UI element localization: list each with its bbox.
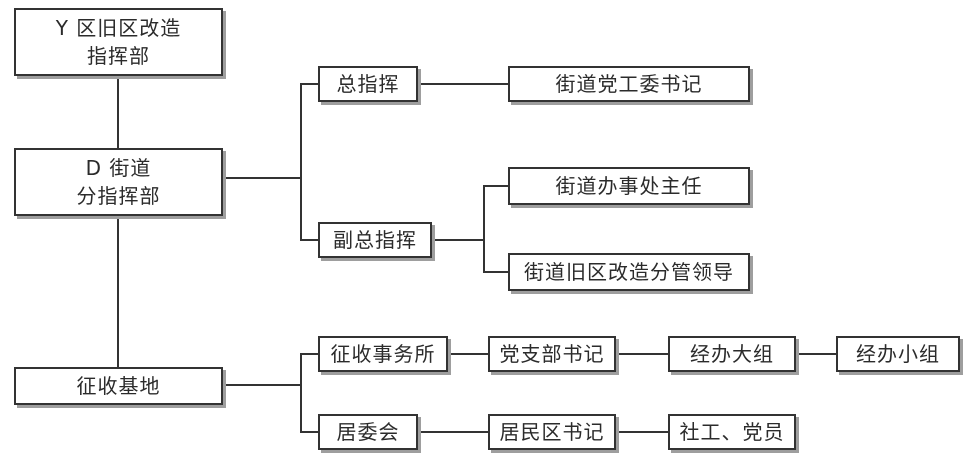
deputy-box: 副总指挥 [318, 222, 432, 258]
bracket-office-committee [300, 353, 318, 433]
base-label: 征收基地 [76, 374, 161, 398]
hq-line2: 指挥部 [87, 44, 150, 68]
base-box: 征收基地 [14, 367, 223, 405]
social-workers-box: 社工、党员 [668, 414, 796, 450]
renewal-leader-box: 街道旧区改造分管领导 [508, 253, 750, 291]
sub-hq-box: D 街道 分指挥部 [14, 148, 223, 216]
office-director-box: 街道办事处主任 [508, 167, 750, 205]
social-workers-label: 社工、党员 [679, 420, 785, 444]
chief-label: 总指挥 [336, 72, 400, 96]
branch-secretary-label: 党支部书记 [499, 342, 605, 366]
small-group-box: 经办小组 [836, 336, 960, 372]
bracket-director-leader [483, 185, 508, 273]
renewal-leader-label: 街道旧区改造分管领导 [524, 260, 734, 284]
bracket-chief-deputy [300, 83, 318, 241]
sub-hq-line1: D 街道 [85, 156, 152, 180]
residents-committee-label: 居委会 [336, 420, 400, 444]
hq-line1: Y 区旧区改造 [55, 16, 182, 40]
hq-box: Y 区旧区改造 指挥部 [14, 8, 223, 76]
party-secretary-box: 街道党工委书记 [508, 66, 750, 102]
residents-committee-box: 居委会 [318, 414, 418, 450]
office-director-label: 街道办事处主任 [555, 174, 703, 198]
branch-secretary-box: 党支部书记 [488, 336, 616, 372]
office-label: 征收事务所 [330, 342, 436, 366]
small-group-label: 经办小组 [856, 342, 940, 366]
office-box: 征收事务所 [318, 336, 448, 372]
district-secretary-box: 居民区书记 [488, 414, 616, 450]
big-group-label: 经办大组 [690, 342, 774, 366]
party-secretary-label: 街道党工委书记 [555, 72, 703, 96]
district-secretary-label: 居民区书记 [499, 420, 605, 444]
deputy-label: 副总指挥 [333, 228, 417, 252]
big-group-box: 经办大组 [668, 336, 796, 372]
chief-box: 总指挥 [318, 66, 418, 102]
sub-hq-line2: 分指挥部 [76, 184, 161, 208]
